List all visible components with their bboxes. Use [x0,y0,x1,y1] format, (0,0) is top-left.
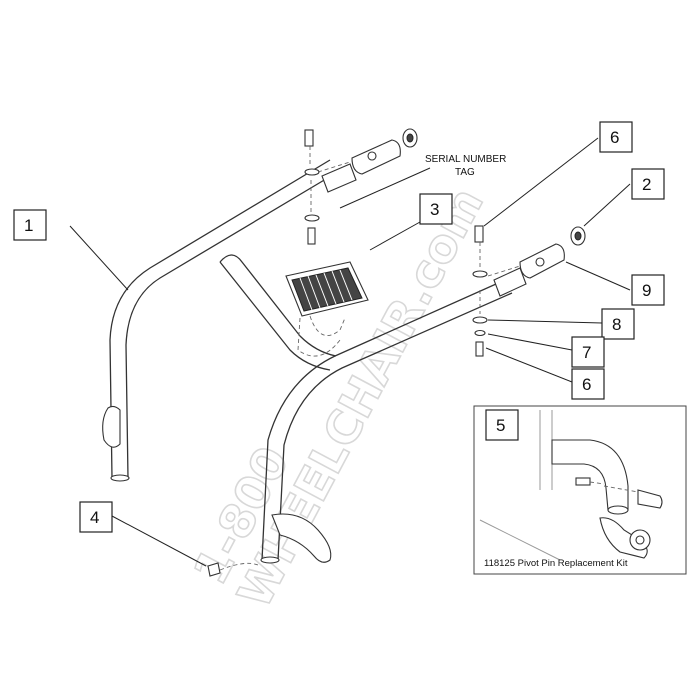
callout-4: 4 [79,501,113,533]
callout-5: 5 [485,409,519,441]
leader-3 [369,221,421,251]
right-clamp-assembly [472,225,586,357]
screw-top-right [474,225,484,243]
right-frame-tube [260,279,513,564]
callout-1: 1 [13,209,47,241]
callout-6-bottom: 6 [571,368,605,400]
watermark-line2: WHEELCHAIR.com [227,179,494,617]
callout-2: 2 [631,168,665,200]
serial-number-tag-plate [285,261,369,357]
callout-3: 3 [419,193,453,225]
serial-number-label-line2: TAG [455,167,475,178]
callout-9: 9 [631,274,665,306]
svg-text:5: 5 [496,416,505,435]
svg-text:8: 8 [612,315,621,334]
washer-7 [474,329,486,337]
callout-8: 8 [601,308,635,340]
inset-caption: 118125 Pivot Pin Replacement Kit [484,558,628,569]
cross-brace [219,254,337,371]
leader-serial-tag [339,167,431,209]
screw-top-left [304,129,314,147]
leader-1 [69,225,129,291]
svg-text:1: 1 [24,216,33,235]
svg-text:9: 9 [642,281,651,300]
leader-8 [487,319,603,324]
svg-text:7: 7 [582,343,591,362]
leader-7 [487,333,573,351]
leader-6-bottom [485,347,573,383]
leader-9 [565,261,631,291]
left-clamp-assembly [304,128,418,245]
svg-text:6: 6 [610,128,619,147]
leader-6-top [483,137,599,227]
screw-6-bottom [475,341,484,357]
leader-2 [583,183,631,227]
inset-panel: 5 118125 Pivot Pin Replacement Kit [473,405,687,575]
svg-text:4: 4 [90,508,99,527]
clip-part [207,562,259,577]
leader-4 [111,515,207,567]
callout-7: 7 [571,336,605,368]
svg-text:6: 6 [582,375,591,394]
serial-number-label-line1: SERIAL NUMBER [425,154,506,165]
callout-6-top: 6 [599,121,633,153]
svg-text:3: 3 [430,200,439,219]
left-frame-tube [102,159,337,482]
svg-text:2: 2 [642,175,651,194]
washer-8 [472,316,488,324]
